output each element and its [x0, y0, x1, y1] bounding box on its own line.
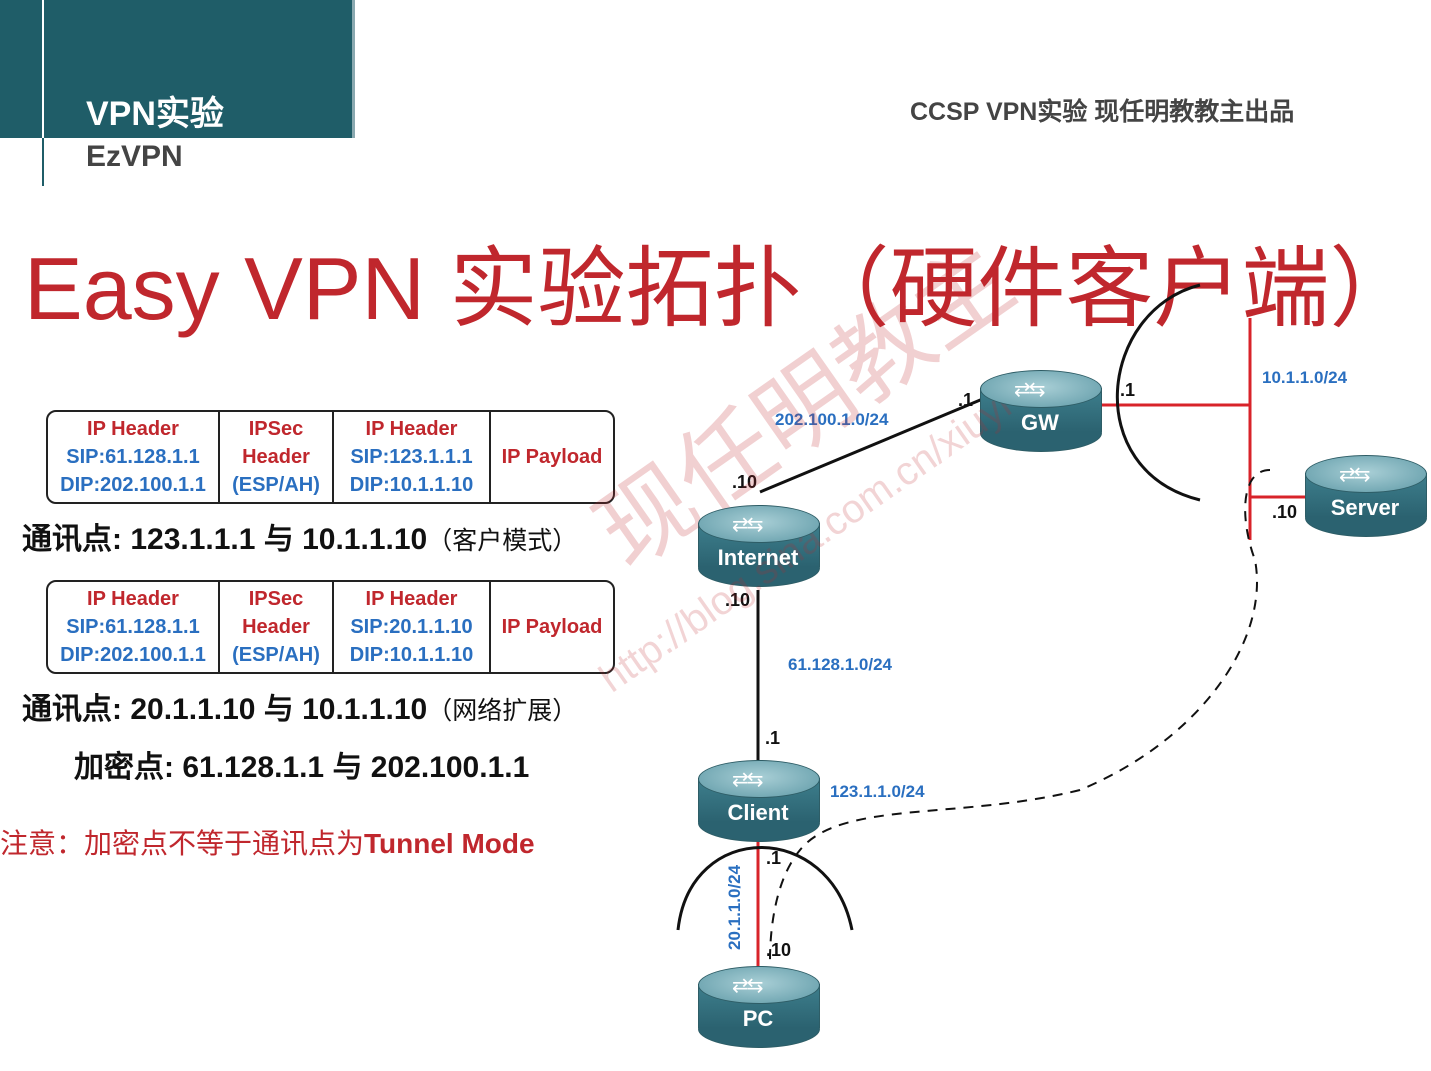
packet-table-network-extension: IP Header SIP:61.128.1.1 DIP:202.100.1.1… — [46, 580, 615, 674]
outer-ip-header-cell: IP Header SIP:61.128.1.1 DIP:202.100.1.1 — [48, 412, 220, 502]
net-internet-client: 61.128.1.0/24 — [788, 655, 892, 674]
router-gw-label: GW — [1021, 410, 1059, 435]
inner-ip-header-cell: IP Header SIP:20.1.1.10 DIP:10.1.1.10 — [334, 582, 491, 672]
router-pc: ⇄⇆ PC — [698, 966, 820, 1048]
header-divider-top — [42, 0, 44, 138]
inner-sip: SIP:20.1.1.10 — [350, 616, 473, 638]
router-server: ⇄⇆ Server — [1305, 455, 1427, 537]
ipsec-title: IPSec — [248, 588, 304, 610]
note-client-mode-suffix: （客户模式） — [427, 527, 578, 555]
net-client-pc-label: 20.1.1.0/24 — [725, 864, 744, 950]
outer-dip: DIP:202.100.1.1 — [60, 644, 206, 666]
host-pc: .10 — [766, 940, 792, 960]
payload-cell: IP Payload — [491, 582, 613, 672]
net-client-loopback: 123.1.1.0/24 — [830, 782, 925, 801]
router-arrows-icon: ⇄⇆ — [1339, 464, 1370, 486]
router-internet: ⇄⇆ Internet — [698, 505, 820, 587]
net-gw-lan: 10.1.1.0/24 — [1262, 368, 1348, 387]
tunnel-path — [769, 469, 1271, 961]
ipsec-header-cell: IPSec Header (ESP/AH) — [220, 582, 334, 672]
inner-ip-header-title: IP Header — [365, 418, 458, 440]
ipsec-header: Header — [242, 616, 310, 638]
host-internet-down: .10 — [725, 590, 751, 610]
inner-dip: DIP:10.1.1.10 — [349, 644, 474, 666]
note-network-extension-suffix: （网络扩展） — [427, 697, 578, 725]
tunnel-mode-warning-suffix: Tunnel Mode — [364, 828, 535, 859]
outer-ip-header-title: IP Header — [87, 588, 179, 610]
router-arrows-icon: ⇄⇆ — [1014, 379, 1045, 401]
gw-boundary-arc — [1116, 283, 1201, 502]
inner-ip-header-cell: IP Header SIP:123.1.1.1 DIP:10.1.1.10 — [334, 412, 491, 502]
ipsec-type: (ESP/AH) — [232, 474, 320, 496]
router-arrows-icon: ⇄⇆ — [732, 514, 763, 536]
link-internet-gw — [759, 396, 986, 494]
header-banner — [0, 0, 352, 138]
ipsec-type: (ESP/AH) — [232, 644, 320, 666]
outer-ip-header-title: IP Header — [87, 418, 179, 440]
ipsec-title: IPSec — [248, 418, 304, 440]
note-network-extension: 通讯点: 20.1.1.10 与 10.1.1.10（网络扩展） — [22, 684, 577, 728]
router-internet-label: Internet — [717, 545, 799, 570]
net-gw-internet: 202.100.1.0/24 — [775, 410, 889, 429]
router-client: ⇄⇆ Client — [698, 760, 820, 842]
brand-credit: CCSP VPN实验 现任明教教主出品 — [910, 98, 1295, 126]
payload-cell: IP Payload — [491, 412, 613, 502]
note-client-mode: 通讯点: 123.1.1.1 与 10.1.1.10（客户模式） — [22, 514, 577, 558]
router-pc-label: PC — [742, 1006, 774, 1031]
note-encryption-points: 加密点: 61.128.1.1 与 202.100.1.1 — [74, 751, 530, 784]
inner-ip-header-title: IP Header — [365, 588, 458, 610]
tunnel-mode-warning: 注意：加密点不等于通讯点为Tunnel Mode — [0, 822, 535, 862]
note-client-mode-text: 通讯点: 123.1.1.1 与 10.1.1.10 — [22, 523, 428, 556]
payload-label: IP Payload — [501, 616, 603, 638]
header-banner-edge — [352, 0, 355, 138]
outer-ip-header-cell: IP Header SIP:61.128.1.1 DIP:202.100.1.1 — [48, 582, 220, 672]
inner-sip: SIP:123.1.1.1 — [350, 446, 473, 468]
host-gw-wan: .1 — [958, 390, 974, 410]
inner-dip: DIP:10.1.1.10 — [349, 474, 474, 496]
router-arrows-icon: ⇄⇆ — [732, 769, 763, 791]
ipsec-header: Header — [242, 446, 310, 468]
tunnel-mode-warning-prefix: 注意：加密点不等于通讯点为 — [0, 828, 365, 859]
router-client-label: Client — [727, 800, 789, 825]
outer-dip: DIP:202.100.1.1 — [60, 474, 206, 496]
router-arrows-icon: ⇄⇆ — [732, 975, 763, 997]
host-internet-up: .10 — [732, 472, 758, 492]
ipsec-header-cell: IPSec Header (ESP/AH) — [220, 412, 334, 502]
client-boundary-arc — [676, 846, 854, 931]
host-client-wan: .1 — [765, 728, 781, 748]
note-network-extension-text: 通讯点: 20.1.1.10 与 10.1.1.10 — [22, 693, 428, 726]
router-server-label: Server — [1330, 495, 1400, 520]
host-gw-lan: .1 — [1120, 380, 1136, 400]
host-server: .10 — [1272, 502, 1298, 522]
packet-table-client-mode: IP Header SIP:61.128.1.1 DIP:202.100.1.1… — [46, 410, 615, 504]
payload-label: IP Payload — [501, 446, 603, 468]
outer-sip: SIP:61.128.1.1 — [66, 446, 200, 468]
host-client-lan: .1 — [766, 848, 782, 868]
slide-section-subtitle: EzVPN — [86, 140, 183, 173]
router-gw: ⇄⇆ GW — [980, 370, 1102, 452]
outer-sip: SIP:61.128.1.1 — [66, 616, 200, 638]
slide-section-title: VPN实验 — [86, 95, 224, 133]
